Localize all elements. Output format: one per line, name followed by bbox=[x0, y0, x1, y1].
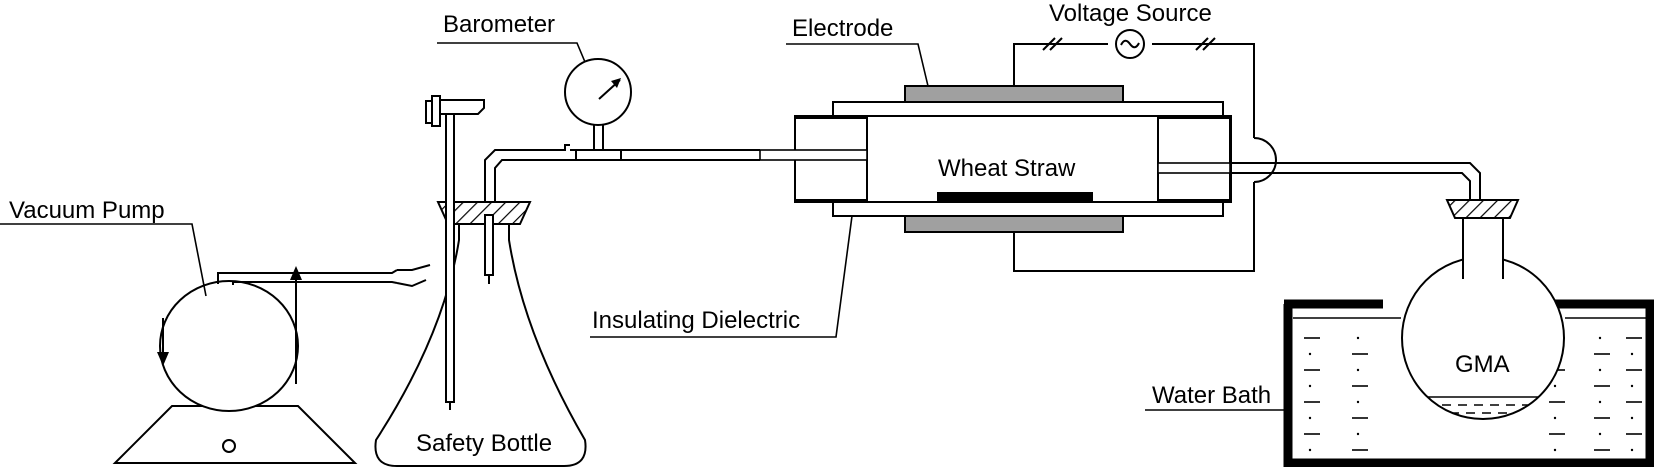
reactor-bottom-dielectric bbox=[832, 201, 1224, 217]
water-dot bbox=[1308, 384, 1312, 388]
wire-break-mark bbox=[1042, 37, 1056, 51]
water-bath-label: Water Bath bbox=[1152, 382, 1271, 409]
barometer-needle-head bbox=[611, 78, 621, 88]
vacuum-line-inner bbox=[494, 159, 760, 202]
safety-bottle-label: Safety Bottle bbox=[416, 430, 552, 457]
gma-label: GMA bbox=[1455, 351, 1510, 378]
gma-flask-stopper bbox=[1445, 199, 1520, 219]
water-dot bbox=[1553, 448, 1557, 452]
electrode-label: Electrode bbox=[792, 15, 893, 42]
barometer-dial bbox=[564, 58, 632, 126]
barometer-leader bbox=[437, 42, 586, 63]
vacuum-line bbox=[484, 122, 760, 202]
water-dot bbox=[1598, 432, 1602, 436]
wheat-straw-sample bbox=[937, 192, 1093, 202]
safety-bottle-flask bbox=[374, 221, 587, 467]
feed-line-upper bbox=[1230, 162, 1481, 212]
flask-neck-cover bbox=[1463, 215, 1503, 279]
water-dot bbox=[1598, 400, 1602, 404]
water-dot bbox=[1308, 352, 1312, 356]
water-dot bbox=[1630, 416, 1634, 420]
ac-sine-glyph bbox=[1120, 39, 1140, 49]
bottom-electrode bbox=[904, 215, 1124, 233]
water-dot bbox=[1308, 416, 1312, 420]
pump-body bbox=[159, 280, 299, 412]
water-dot bbox=[1553, 416, 1557, 420]
water-bath-basin bbox=[1283, 304, 1654, 467]
water-dot bbox=[1598, 336, 1602, 340]
insulating-dielectric-leader bbox=[590, 215, 853, 338]
pressure-gauge-icon bbox=[564, 58, 632, 126]
water-dot bbox=[1630, 352, 1634, 356]
voltage-source-circuit bbox=[1013, 29, 1277, 272]
safety-bottle bbox=[374, 95, 587, 467]
vacuum-pump-label: Vacuum Pump bbox=[9, 197, 165, 224]
arrow-down-icon-head bbox=[157, 352, 169, 366]
stopcock-tube bbox=[445, 107, 455, 403]
bottle-outlet-tube bbox=[484, 214, 494, 276]
electrode-leader bbox=[786, 43, 929, 87]
voltage-source-label: Voltage Source bbox=[1049, 0, 1212, 27]
water-dot bbox=[1356, 432, 1360, 436]
pump-stand-hole bbox=[222, 439, 236, 453]
stopcock-handle-bar bbox=[437, 99, 485, 115]
circuit-wire-top-right bbox=[1152, 43, 1255, 138]
water-dot bbox=[1630, 448, 1634, 452]
wire-break-mark bbox=[1195, 37, 1209, 51]
water-dot bbox=[1598, 368, 1602, 372]
reactor-right-cap bbox=[1157, 117, 1231, 201]
wire-break-mark bbox=[1049, 37, 1063, 51]
stopcock-knob bbox=[431, 95, 441, 127]
pump-outlet-tube-inner bbox=[232, 281, 398, 285]
barometer-label: Barometer bbox=[443, 11, 555, 38]
wire-crossover-hop bbox=[1253, 137, 1277, 183]
reactor-inlet-port bbox=[759, 149, 868, 161]
gma-feed-line bbox=[1230, 162, 1481, 212]
pump-stand bbox=[112, 405, 358, 464]
water-marks bbox=[1304, 336, 1642, 452]
vacuum-pump bbox=[112, 266, 398, 464]
bottle-inlet-upper bbox=[397, 264, 431, 271]
vacuum-pump-leader bbox=[0, 223, 207, 297]
water-dot bbox=[1356, 368, 1360, 372]
safety-bottle-stopper bbox=[436, 201, 532, 225]
reactor-outlet-port bbox=[1157, 162, 1231, 174]
water-dot bbox=[1630, 384, 1634, 388]
plasma-reactor bbox=[759, 85, 1232, 233]
circuit-wire-bottom bbox=[1013, 182, 1255, 272]
wire-break-mark bbox=[1202, 37, 1216, 51]
circuit-wire-top-left bbox=[1013, 43, 1108, 86]
vacuum-line-outer bbox=[484, 144, 570, 202]
reactor-top-dielectric bbox=[832, 101, 1224, 117]
leader-lines bbox=[0, 42, 1288, 411]
gma-flask-bulb bbox=[1401, 256, 1565, 420]
bottle-inlet-lower bbox=[396, 279, 427, 288]
pump-outlet-tube-outer bbox=[217, 269, 398, 284]
feed-line-lower bbox=[1230, 172, 1471, 212]
water-dot bbox=[1356, 336, 1360, 340]
insulating-dielectric-label: Insulating Dielectric bbox=[592, 307, 800, 334]
water-dot bbox=[1308, 448, 1312, 452]
water-dot bbox=[1356, 400, 1360, 404]
top-electrode bbox=[904, 85, 1124, 103]
arrow-up-icon-head bbox=[290, 266, 302, 280]
water-dot bbox=[1553, 384, 1557, 388]
gma-flask bbox=[1401, 199, 1565, 420]
wheat-straw-label: Wheat Straw bbox=[938, 155, 1076, 182]
